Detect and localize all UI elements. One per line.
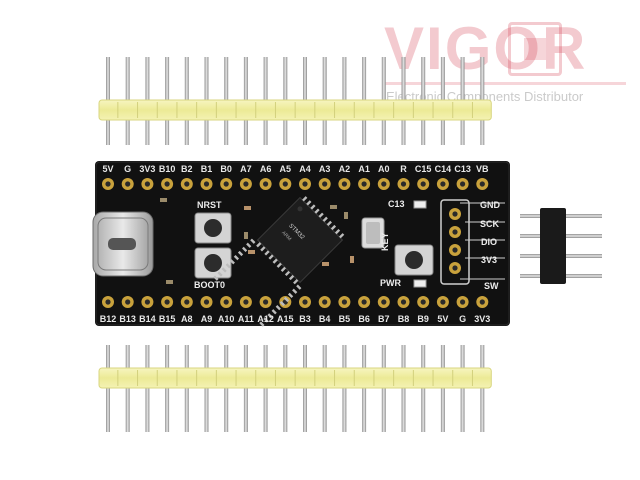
pin-label: B6 xyxy=(358,314,370,324)
top-pin-header xyxy=(98,57,492,145)
swd-title: SW xyxy=(484,281,499,291)
swd-label-3v3: 3V3 xyxy=(481,255,498,265)
pin-label: A8 xyxy=(181,314,193,324)
pin-label: A0 xyxy=(378,164,390,174)
pin-label: B5 xyxy=(338,314,351,324)
pin-label: B8 xyxy=(397,314,410,324)
power-led-label: PWR xyxy=(380,278,401,288)
swd-label-gnd: GND xyxy=(480,200,500,210)
pin-label: B10 xyxy=(158,164,176,174)
pin-label: A11 xyxy=(237,314,254,324)
user-led xyxy=(413,200,427,209)
pin-label: A9 xyxy=(200,314,213,324)
pin-label: A7 xyxy=(240,164,252,174)
bottom-pad-row xyxy=(102,296,489,308)
swd-pad-group xyxy=(440,199,505,285)
pin-label: 5V xyxy=(437,314,449,324)
swd-label-dio: DIO xyxy=(481,237,498,247)
mcu-chip: STM32 ARM xyxy=(213,196,345,327)
pin-label: G xyxy=(124,164,132,174)
pin-label: A10 xyxy=(217,314,235,324)
pin-label: A3 xyxy=(318,164,331,174)
power-led xyxy=(413,279,427,288)
pin-label: A5 xyxy=(279,164,292,174)
boot-button xyxy=(194,247,232,279)
watermark-divider xyxy=(384,82,626,85)
pin-label: 3V3 xyxy=(474,314,491,324)
pin-label: A2 xyxy=(338,164,351,174)
key-button xyxy=(394,244,434,276)
reset-button xyxy=(194,212,232,244)
passive-components xyxy=(160,198,354,284)
pin-label: A4 xyxy=(299,164,311,174)
pin-label: G xyxy=(459,314,467,324)
watermark-brand: VIGOR xyxy=(384,15,588,82)
swd-label-sck: SCK xyxy=(480,219,500,229)
pin-label: C14 xyxy=(434,164,452,174)
pin-label: B14 xyxy=(139,314,156,324)
pin-label: B13 xyxy=(119,314,136,324)
pin-label: A1 xyxy=(358,164,370,174)
brand-watermark: VIGOR Electronic Components Distributor xyxy=(380,14,630,104)
pin-label: B3 xyxy=(299,314,311,324)
pin-label: A15 xyxy=(277,314,294,324)
boot-button-label: BOOT0 xyxy=(194,280,226,290)
pin-label: B7 xyxy=(378,314,390,324)
pin-label: B4 xyxy=(318,314,331,324)
pin-label: VB xyxy=(476,164,489,174)
pin-label: B0 xyxy=(220,164,232,174)
bottom-pin-header xyxy=(98,345,492,432)
key-button-label: KEY xyxy=(380,232,390,251)
pin-label: 3V3 xyxy=(139,164,156,174)
pin-label: 5V xyxy=(102,164,114,174)
watermark-chip-icon xyxy=(508,22,562,76)
swd-angled-header xyxy=(520,208,602,284)
pin-label: C13 xyxy=(454,164,471,174)
pin-label: C15 xyxy=(414,164,432,174)
reset-button-label: NRST xyxy=(197,200,222,210)
pin-label: B1 xyxy=(200,164,213,174)
pin-label: B12 xyxy=(99,314,117,324)
pin-label: R xyxy=(400,164,407,174)
top-pad-row xyxy=(102,178,489,190)
pin-label: A6 xyxy=(259,164,272,174)
pin-label: B9 xyxy=(417,314,429,324)
usb-c-connector xyxy=(92,211,154,277)
user-led-label: C13 xyxy=(388,199,405,209)
crystal-component xyxy=(361,217,385,249)
pin-label: A12 xyxy=(257,314,274,324)
pin-label: B15 xyxy=(158,314,176,324)
pin-label: B2 xyxy=(181,164,193,174)
